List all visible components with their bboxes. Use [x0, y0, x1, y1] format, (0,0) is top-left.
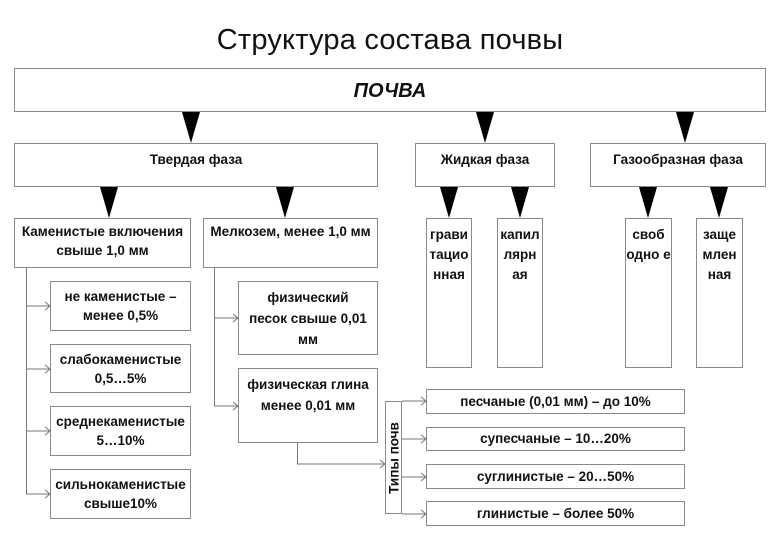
physical-clay-label: физическая глина менее 0,01 мм [247, 377, 369, 413]
soil-type-box: глинистые – более 50% [426, 501, 685, 526]
stony-inclusions-box: Каменистые включения свыше 1,0 мм [14, 218, 191, 268]
arrow-root-liquid [476, 112, 494, 143]
gas-trapped-box: заще млен ная [696, 218, 743, 368]
arrow-liquid-grav [440, 187, 458, 218]
root-label: ПОЧВА [353, 80, 427, 102]
soil-type-box: песчаные (0,01 мм) – до 10% [426, 389, 685, 414]
arrow-gas-trapped [710, 187, 728, 218]
gas-trapped-label: заще млен ная [702, 227, 737, 282]
fine-earth-label: Мелкозем, менее 1,0 мм [210, 224, 371, 239]
liquid-capillary-label: капил лярн ая [500, 227, 540, 282]
physical-clay-box: физическая глина менее 0,01 мм [238, 368, 378, 443]
arrow-solid-fine [276, 187, 294, 218]
stony-class-label: не каменистые – менее 0,5% [64, 289, 177, 323]
soil-types-label: Типы почв [386, 421, 401, 494]
diagram-title: Структура состава почвы [216, 24, 564, 56]
solid-phase-label: Твердая фаза [149, 152, 243, 167]
arrow-root-gas [676, 112, 694, 143]
physical-sand-label: физический песок свыше 0,01 мм [249, 290, 367, 347]
root-box: ПОЧВА [14, 68, 766, 112]
big-arrows [100, 112, 728, 218]
arrow-solid-stony [100, 187, 118, 218]
gas-free-label: своб одно е [626, 227, 671, 262]
liquid-phase-box: Жидкая фаза [415, 143, 555, 187]
gas-phase-box: Газообразная фаза [590, 143, 766, 187]
gas-phase-label: Газообразная фаза [613, 152, 743, 167]
stony-class-label: слабокаменистые 0,5…5% [59, 352, 182, 386]
stony-class-box: сильнокаменистые свыше10% [50, 469, 191, 519]
arrow-gas-free [639, 187, 657, 218]
stony-inclusions-label: Каменистые включения свыше 1,0 мм [21, 224, 184, 258]
stony-class-box: не каменистые – менее 0,5% [50, 281, 191, 331]
soil-type-label: суглинистые – 20…50% [476, 469, 635, 484]
liquid-phase-label: Жидкая фаза [440, 152, 530, 167]
fine-earth-box: Мелкозем, менее 1,0 мм [203, 218, 378, 268]
liquid-gravitational-box: грави тацио нная [426, 218, 472, 368]
soil-type-box: супесчаные – 10…20% [426, 427, 685, 451]
soil-types-label-box: Типы почв [385, 401, 402, 514]
physical-sand-box: физический песок свыше 0,01 мм [238, 281, 378, 355]
stony-class-label: среднекаменистые 5…10% [56, 414, 185, 448]
liquid-capillary-box: капил лярн ая [497, 218, 543, 368]
arrow-root-solid [182, 112, 200, 143]
soil-type-label: супесчаные – 10…20% [480, 431, 631, 446]
solid-phase-box: Твердая фаза [14, 143, 378, 187]
soil-type-label: песчаные (0,01 мм) – до 10% [460, 394, 651, 409]
stony-class-box: среднекаменистые 5…10% [50, 406, 191, 456]
liquid-gravitational-label: грави тацио нная [429, 227, 469, 282]
soil-type-box: суглинистые – 20…50% [426, 464, 685, 489]
stony-class-box: слабокаменистые 0,5…5% [50, 344, 191, 393]
gas-free-box: своб одно е [625, 218, 672, 368]
arrow-liquid-cap [511, 187, 529, 218]
stony-class-label: сильнокаменистые свыше10% [55, 477, 186, 511]
soil-type-label: глинистые – более 50% [476, 506, 635, 521]
